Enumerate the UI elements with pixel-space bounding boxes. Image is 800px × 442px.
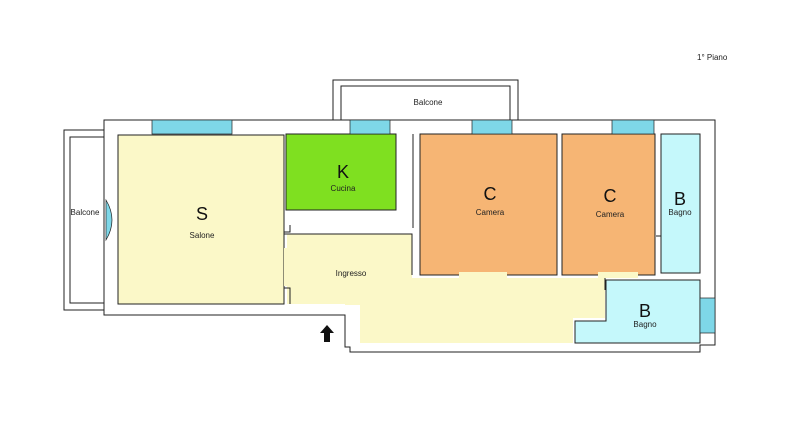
balcony-left-label: Balcone <box>71 208 100 217</box>
balcony-top-label: Balcone <box>414 98 443 107</box>
window-salone <box>151 119 233 135</box>
room-cucina-name: Cucina <box>331 184 356 193</box>
room-bagno-2-code: B <box>639 301 651 321</box>
window-camera-1 <box>471 119 513 135</box>
room-bagno-1 <box>661 134 700 273</box>
room-camera-2-name: Camera <box>596 210 625 219</box>
balcony-left: Balcone <box>63 129 107 311</box>
room-ingresso <box>287 234 605 343</box>
room-salone <box>118 135 284 304</box>
room-bagno-1-code: B <box>674 189 686 209</box>
windows <box>105 119 716 334</box>
room-salone-code: S <box>196 204 208 224</box>
room-camera-1 <box>420 134 557 275</box>
room-bagno-2-name: Bagno <box>633 320 657 329</box>
room-cucina-code: K <box>337 162 349 182</box>
window-balcony-left <box>105 198 113 242</box>
window-bagno-2 <box>699 297 716 334</box>
room-camera-2 <box>562 134 655 275</box>
room-camera-1-name: Camera <box>476 208 505 217</box>
room-ingresso-name: Ingresso <box>336 269 367 278</box>
arrow-up-icon <box>320 325 334 342</box>
balcony-top: Balcone <box>332 79 519 121</box>
window-camera-2 <box>611 119 655 135</box>
door-openings <box>284 248 638 286</box>
room-bagno-1-name: Bagno <box>668 208 692 217</box>
room-cucina <box>286 134 396 210</box>
window-cucina <box>349 119 391 135</box>
room-camera-2-code: C <box>604 186 617 206</box>
room-camera-1-code: C <box>484 184 497 204</box>
floor-label: 1° Piano <box>697 53 728 62</box>
room-salone-name: Salone <box>190 231 215 240</box>
